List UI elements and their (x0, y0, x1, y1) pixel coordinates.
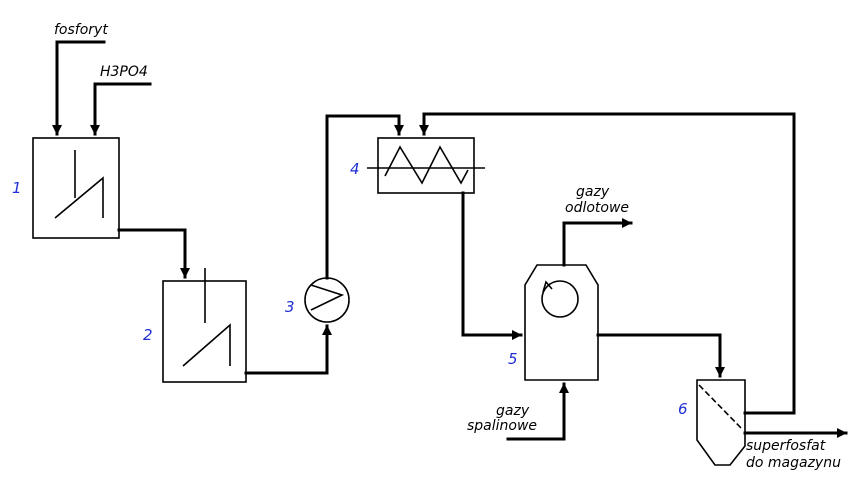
unit-number-1: 1 (12, 179, 22, 197)
unit-number-4: 4 (350, 160, 360, 178)
reactor-5 (524, 264, 599, 381)
stream-3-to-4 (325, 114, 404, 280)
mixer-1 (32, 137, 120, 239)
fosforyt-stream (52, 40, 106, 136)
gazy-odlotowe-label-2: odlotowe (565, 200, 629, 216)
separator-6 (696, 379, 746, 466)
superfosfat-label-2: do magazynu (746, 455, 841, 471)
superfosfat-label-1: superfosfat (746, 438, 826, 454)
fosforyt-label: fosforyt (54, 22, 108, 38)
unit-number-5: 5 (508, 350, 518, 368)
gazy-spalinowe-label-2: spalinowe (467, 418, 537, 434)
unit-number-6: 6 (678, 400, 688, 418)
gazy-spalinowe-label-1: gazy (496, 403, 530, 419)
h3po4-label: H3PO4 (100, 64, 148, 80)
mixer-2 (162, 268, 247, 383)
gazy-odlotowe-label-1: gazy (576, 184, 610, 200)
stream-2-to-3 (244, 324, 332, 375)
unit-number-3: 3 (285, 298, 295, 316)
unit-number-2: 2 (143, 326, 153, 344)
stream-1-to-2 (117, 228, 190, 279)
stream-5-to-6 (596, 333, 725, 378)
pump-3 (304, 277, 350, 323)
stream-4-to-5 (461, 191, 523, 340)
gazy-spalinowe-stream (506, 382, 569, 441)
gazy-odlotowe-stream (562, 218, 633, 267)
heat-exchanger-4 (367, 137, 485, 194)
recycle-stream (419, 112, 796, 415)
h3po4-stream (90, 82, 152, 136)
